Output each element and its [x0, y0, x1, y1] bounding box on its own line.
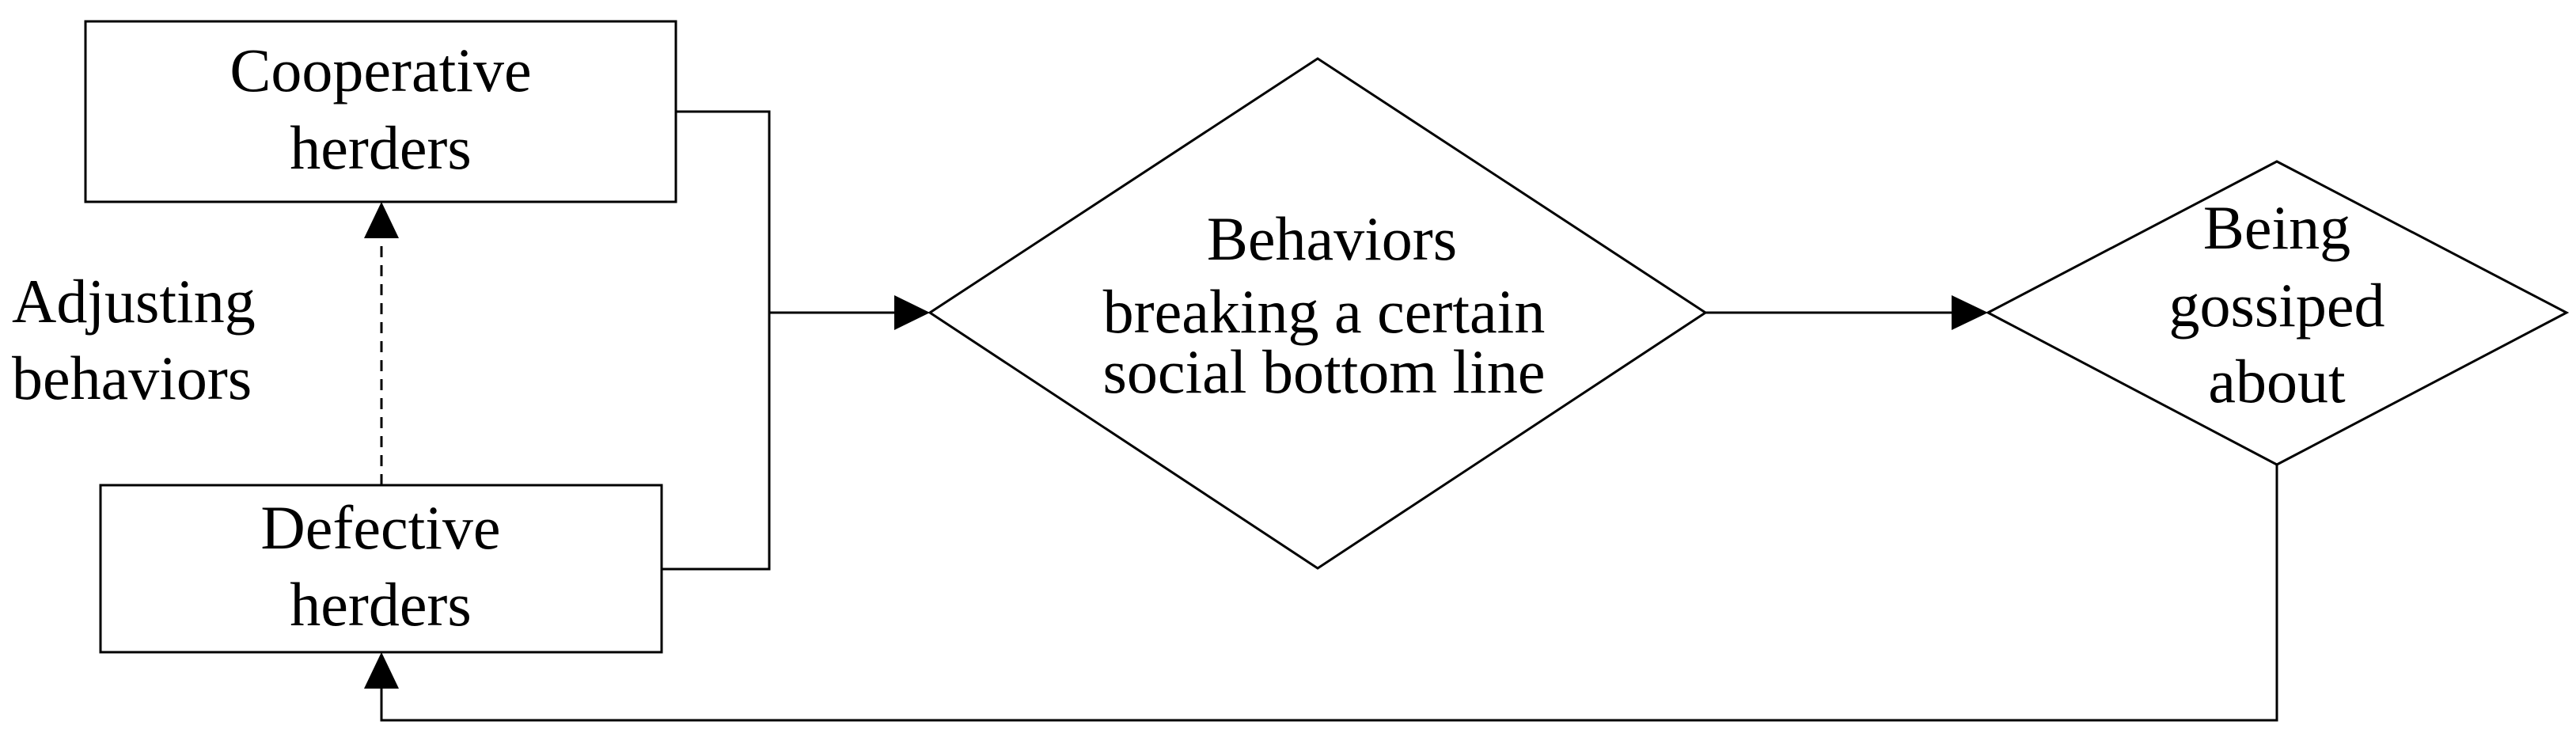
- behaviors-label-line3: social bottom line: [1103, 337, 1546, 406]
- being-gossiped-about-diamond: [1985, 160, 2570, 466]
- defective-connector: [662, 313, 771, 571]
- cooperative-herders-box: [84, 20, 677, 203]
- behaviors-label-line2: breaking a certain: [1103, 277, 1546, 346]
- adjusting-behaviors-label-line1: Adjusting: [12, 267, 256, 336]
- behaviors-label-line1: Behaviors: [1207, 204, 1457, 273]
- adjusting-behaviors-label-line2: behaviors: [12, 344, 252, 412]
- cooperative-herders-label-line1: Cooperative: [230, 36, 531, 104]
- gossip-label-line1: Being: [2203, 193, 2350, 262]
- gossip-feedback-arrowhead: [364, 652, 399, 689]
- defective-herders-box: [99, 484, 663, 654]
- gossip-label-line3: about: [2208, 347, 2346, 416]
- behaviors-to-gossip-arrowhead: [1952, 295, 1988, 330]
- defective-herders-label-line1: Defective: [260, 493, 500, 562]
- defective-herders-label-line2: herders: [290, 570, 472, 639]
- cooperative-herders-label-line2: herders: [290, 113, 472, 182]
- adjusting-arrowhead: [364, 202, 399, 238]
- gossip-label-line2: gossiped: [2169, 271, 2385, 340]
- merge-to-behaviors-arrowhead: [894, 295, 930, 330]
- gossip-feedback-line: [380, 465, 2278, 722]
- cooperative-connector: [676, 110, 771, 313]
